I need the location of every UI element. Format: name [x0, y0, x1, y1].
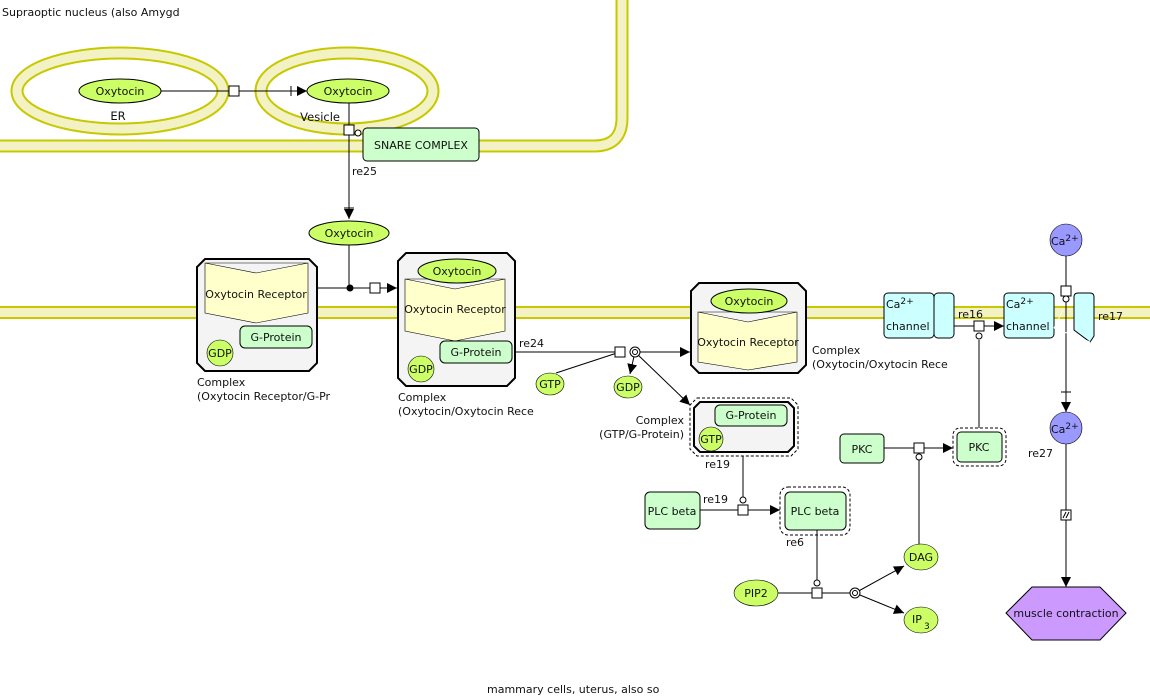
reaction-label-re19: re19	[705, 458, 730, 471]
process-node[interactable]	[343, 124, 355, 136]
svg-text:GDP: GDP	[409, 363, 433, 376]
process-node[interactable]	[614, 346, 626, 358]
ca-channel-closed[interactable]: Ca2+ channel	[883, 292, 955, 339]
process-node[interactable]	[913, 442, 925, 454]
svg-text:Oxytocin: Oxytocin	[725, 295, 774, 308]
oxytocin-vesicle[interactable]: Oxytocin	[306, 78, 390, 104]
reaction-label-re24: re24	[519, 337, 544, 350]
svg-text:muscle contraction: muscle contraction	[1013, 607, 1118, 620]
complex-receptor-gprotein[interactable]: Oxytocin Receptor G-Protein GDP Complex …	[196, 258, 331, 403]
svg-text:IP: IP	[912, 613, 922, 626]
svg-text:GDP: GDP	[208, 347, 232, 360]
plc-beta-active[interactable]: PLC beta	[779, 486, 851, 536]
svg-text:PIP2: PIP2	[744, 587, 768, 600]
ca-ion-extracellular[interactable]: Ca2+	[1049, 223, 1083, 257]
dag[interactable]: DAG	[903, 543, 939, 571]
pkc-active[interactable]: PKC	[952, 427, 1007, 467]
svg-text:GDP: GDP	[616, 381, 640, 394]
svg-text:GTP: GTP	[539, 378, 561, 391]
complex-label-line2: (Oxytocin/Oxytocin Rece	[812, 358, 948, 371]
complex-oxytocin-receptor-gprotein[interactable]: Oxytocin Oxytocin Receptor G-Protein GDP…	[397, 252, 534, 418]
svg-text:Oxytocin: Oxytocin	[96, 85, 145, 98]
svg-text:G-Protein: G-Protein	[725, 409, 776, 422]
complex-label-line2: (GTP/G-Protein)	[599, 428, 684, 441]
process-nodes	[228, 85, 1072, 599]
complex-gtp-gprotein[interactable]: G-Protein GTP Complex (GTP/G-Protein)	[599, 397, 799, 457]
svg-text:3: 3	[924, 622, 930, 632]
receptor-label: Oxytocin Receptor	[205, 288, 307, 301]
svg-text:PLC beta: PLC beta	[648, 505, 697, 518]
complex-label-line1: Complex	[812, 344, 861, 357]
process-node[interactable]	[811, 587, 823, 599]
svg-text:Oxytocin: Oxytocin	[433, 265, 482, 278]
svg-text:SNARE COMPLEX: SNARE COMPLEX	[374, 139, 468, 152]
compartment-supraoptic[interactable]: Supraoptic nucleus (also Amygd	[0, 0, 629, 153]
svg-text:G-Protein: G-Protein	[450, 346, 501, 359]
vesicle-label: Vesicle	[300, 110, 340, 124]
svg-text:Oxytocin: Oxytocin	[325, 227, 374, 240]
complex-label-line2: (Oxytocin Receptor/G-Pr	[197, 390, 331, 403]
snare-complex[interactable]: SNARE COMPLEX	[362, 127, 480, 162]
process-node[interactable]	[228, 85, 240, 97]
svg-text:Ca2+: Ca2+	[1051, 422, 1079, 436]
svg-text:Oxytocin Receptor: Oxytocin Receptor	[697, 336, 799, 349]
ca-channel-open[interactable]: Ca2+ channel	[1003, 292, 1095, 343]
svg-text:DAG: DAG	[909, 551, 933, 564]
oxytocin-extracellular[interactable]: Oxytocin	[308, 220, 390, 246]
er-label: ER	[110, 109, 125, 123]
reaction-label-re16: re16	[958, 308, 983, 321]
svg-text:PLC beta: PLC beta	[791, 505, 840, 518]
svg-text:Ca2+: Ca2+	[1006, 297, 1034, 311]
svg-text:Oxytocin Receptor: Oxytocin Receptor	[404, 303, 506, 316]
complex-label-line1: Complex	[398, 391, 447, 404]
compartment-label-bottom: mammary cells, uterus, also so	[487, 683, 660, 696]
complex-label-line1: Complex	[197, 376, 246, 389]
reaction-label-re6: re6	[786, 536, 804, 549]
compartment-label-top: Supraoptic nucleus (also Amygd	[2, 6, 180, 19]
oxytocin-er[interactable]: Oxytocin	[78, 78, 162, 104]
gdp[interactable]: GDP	[613, 375, 643, 399]
svg-text:Oxytocin: Oxytocin	[324, 85, 373, 98]
complex-label-line2: (Oxytocin/Oxytocin Rece	[398, 405, 534, 418]
svg-text:channel: channel	[1006, 320, 1050, 333]
svg-text:PKC: PKC	[852, 443, 873, 456]
svg-text:Ca2+: Ca2+	[886, 297, 914, 311]
process-node[interactable]	[973, 320, 985, 332]
pkc-inactive[interactable]: PKC	[839, 433, 885, 464]
reaction-label-re25: re25	[352, 165, 377, 178]
reaction-label-re19b: re19	[703, 493, 728, 506]
ip3[interactable]: IP 3	[903, 606, 939, 634]
gtp[interactable]: GTP	[535, 372, 565, 396]
muscle-contraction-phenotype[interactable]: muscle contraction	[1005, 586, 1127, 641]
process-node[interactable]	[1060, 509, 1072, 521]
reaction-label-re17: re17	[1098, 310, 1123, 323]
process-node[interactable]	[737, 504, 749, 516]
reaction-label-re27: re27	[1028, 447, 1053, 460]
ca-ion-intracellular[interactable]: Ca2+	[1049, 411, 1083, 445]
svg-text:GTP: GTP	[700, 433, 722, 446]
complex-oxytocin-receptor[interactable]: Oxytocin Oxytocin Receptor Complex (Oxyt…	[690, 282, 948, 374]
svg-text:channel: channel	[886, 320, 930, 333]
pip2[interactable]: PIP2	[733, 579, 779, 607]
plc-beta-inactive[interactable]: PLC beta	[644, 491, 701, 530]
svg-text:Ca2+: Ca2+	[1051, 234, 1079, 248]
process-node[interactable]	[1060, 285, 1072, 297]
complex-label-line1: Complex	[636, 414, 685, 427]
svg-text:G-Protein: G-Protein	[250, 331, 301, 344]
svg-text:PKC: PKC	[969, 441, 990, 454]
process-node[interactable]	[369, 282, 381, 294]
